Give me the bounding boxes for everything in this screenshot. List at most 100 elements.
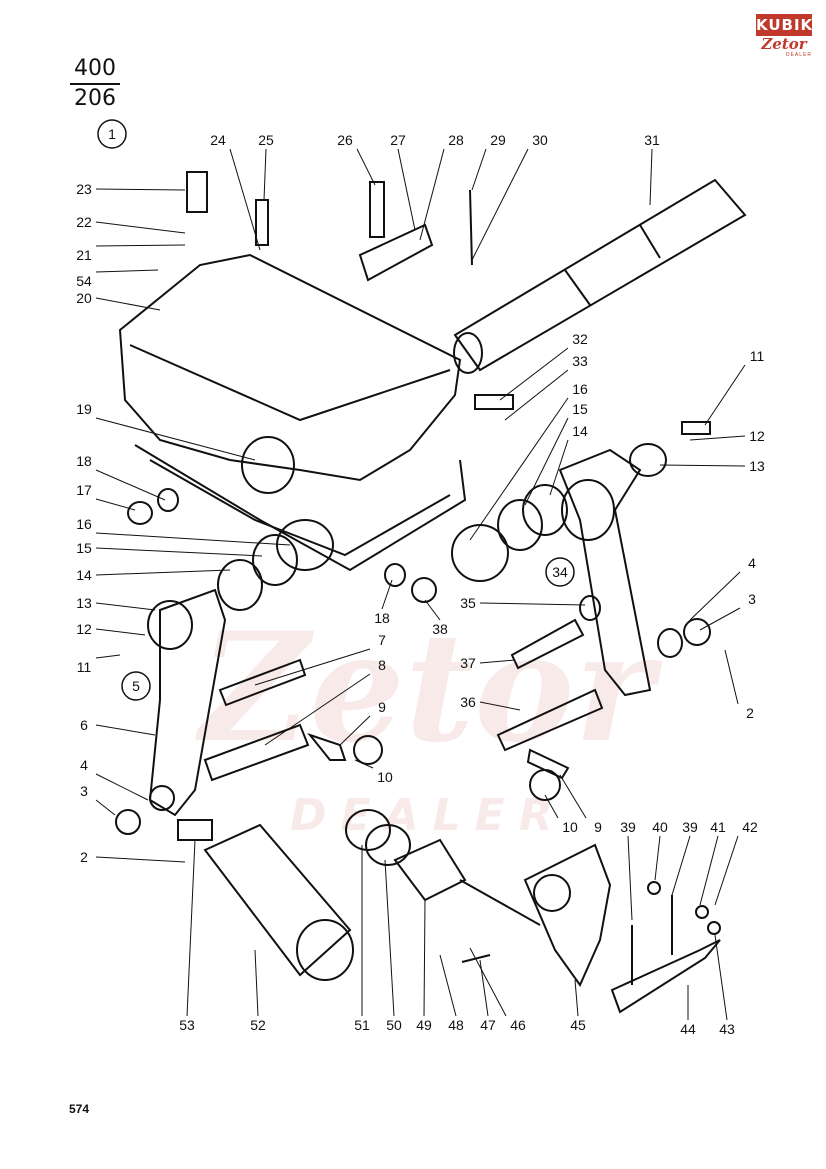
rod-end-45	[523, 843, 612, 988]
part-number-label: 36	[460, 694, 476, 710]
callout-line	[724, 649, 739, 705]
part-number-label: 54	[76, 273, 92, 289]
bolt-23	[186, 171, 208, 213]
ring-14-left	[217, 559, 263, 611]
callout-line	[95, 569, 231, 576]
part-number-label: 3	[80, 783, 88, 799]
callout-line	[419, 148, 445, 241]
callout-line	[339, 715, 371, 746]
part-number-label: 16	[572, 381, 588, 397]
part-number-label: 24	[210, 132, 226, 148]
callout-line	[659, 464, 746, 467]
callout-line	[689, 435, 746, 441]
nut-3-left	[115, 809, 141, 835]
part-number-label: 33	[572, 353, 588, 369]
part-number-label: 7	[378, 632, 386, 648]
callout-line	[671, 835, 691, 896]
nut-3-right	[683, 618, 711, 646]
callout-line	[356, 148, 376, 186]
part-number-label: 41	[710, 819, 726, 835]
bracket-44	[610, 939, 721, 1014]
logo-dealer: DEALER	[785, 52, 812, 58]
part-number-label: 8	[378, 657, 386, 673]
part-number-label: 37	[460, 655, 476, 671]
part-number-label: 44	[680, 1021, 696, 1037]
callout-line	[254, 949, 259, 1017]
pin-7	[218, 658, 307, 707]
plate-27	[358, 223, 434, 282]
watermark: Zetor DEALER	[195, 600, 663, 841]
part-number-label: 4	[748, 555, 756, 571]
callout-line	[264, 673, 371, 746]
cylinder-bore	[296, 919, 354, 981]
ring-51	[345, 809, 391, 851]
bushing-16-left	[276, 519, 334, 571]
part-number-label: 48	[448, 1017, 464, 1033]
callout-line	[479, 659, 516, 664]
circled-label-ring	[97, 119, 127, 149]
part-number-label: 40	[652, 819, 668, 835]
housing-base-plate	[134, 444, 467, 572]
callout-line	[471, 148, 487, 191]
part-number-label: 14	[76, 567, 92, 583]
bolt-26	[369, 181, 385, 238]
part-number-label: 18	[374, 610, 390, 626]
fraction-top: 400	[74, 56, 116, 81]
callout-line	[714, 835, 739, 906]
part-number-label: 29	[490, 132, 506, 148]
part-number-label: 31	[644, 132, 660, 148]
plug-38	[411, 577, 437, 603]
callout-line	[354, 759, 374, 769]
part-number-label: 11	[750, 348, 765, 364]
part-number-label: 35	[460, 595, 476, 611]
pin-37	[510, 618, 585, 670]
lift-arm-right	[558, 448, 652, 697]
lift-housing	[118, 253, 462, 482]
callout-line	[544, 794, 559, 819]
part-number-label: 38	[432, 621, 448, 637]
part-number-label: 17	[76, 482, 92, 498]
housing-gasket	[149, 459, 451, 557]
part-number-label: 19	[76, 401, 92, 417]
part-number-label: 26	[337, 132, 353, 148]
callout-line	[574, 979, 579, 1017]
callout-line	[95, 773, 149, 801]
part-number-label: 12	[749, 428, 765, 444]
part-number-label: 28	[448, 132, 464, 148]
part-number-label: 4	[80, 757, 88, 773]
housing-bore	[241, 436, 295, 494]
part-number-label: 2	[80, 849, 88, 865]
part-number-label: 23	[76, 181, 92, 197]
piston-49	[393, 838, 467, 902]
part-number-label: 6	[80, 717, 88, 733]
logo-kubik: KUBIK	[756, 14, 814, 36]
part-number-label: 25	[258, 132, 274, 148]
part-number-label: 13	[749, 458, 765, 474]
pin-9	[307, 732, 347, 761]
callout-line	[471, 148, 529, 261]
callout-line	[699, 607, 741, 631]
shaft-spline-2	[639, 224, 661, 259]
part-number-label: 21	[76, 247, 92, 263]
cylinder-52	[203, 823, 352, 977]
callout-line	[384, 859, 395, 1017]
callout-line	[229, 148, 261, 251]
callout-line	[95, 221, 186, 234]
ring-15-right	[497, 499, 543, 551]
ring-15-left	[252, 534, 298, 586]
shaft-end	[453, 332, 483, 374]
callout-line	[95, 532, 291, 546]
watermark-text: Zetor	[195, 600, 663, 776]
callout-line	[424, 599, 441, 621]
bolt-25	[255, 199, 269, 246]
circled-label: 34	[552, 564, 568, 580]
callout-line	[423, 899, 426, 1017]
bolt-29	[469, 189, 473, 266]
callout-line	[649, 148, 653, 206]
circled-label: 1	[108, 126, 116, 142]
callout-line	[95, 417, 256, 461]
circled-label-ring	[545, 557, 575, 587]
callout-line	[504, 369, 569, 421]
